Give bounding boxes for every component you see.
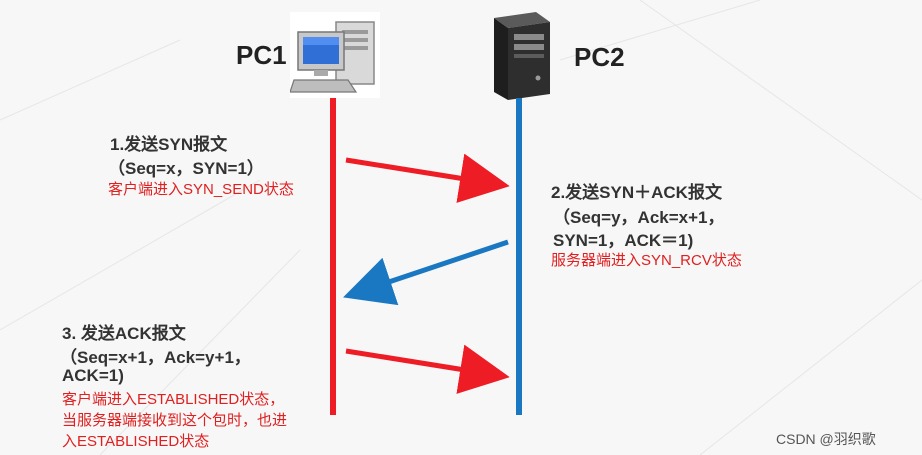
step3-params-line2: ACK=1) [62,366,124,385]
step3-note-line2: 当服务器端接收到这个包时，也进 [62,412,288,429]
server-tower-icon [486,8,556,102]
step2-params-line1: （Seq=y，Ack=x+1， [553,208,725,227]
step2-title: 2.发送SYN＋ACK报文 [551,183,722,202]
step3-params-line1: （Seq=x+1，Ack=y+1， [60,348,251,367]
ack-arrow [345,344,510,394]
step3-note-line1: 客户端进入ESTABLISHED状态， [62,391,285,408]
step3-note-line3: 入ESTABLISHED状态 [62,433,210,450]
host-label-pc1: PC1 [236,40,287,70]
syn-arrow [345,153,510,203]
step1-note: 客户端进入SYN_SEND状态 [108,181,294,198]
syn-ack-arrow [343,239,509,306]
host-label-pc2: PC2 [574,42,625,72]
step3-title: 3. 发送ACK报文 [62,324,186,343]
watermark: CSDN @羽织歌 [776,431,876,447]
desktop-pc-icon [289,12,380,98]
step1-title: 1.发送SYN报文 [110,135,228,154]
step2-params-line2: SYN=1，ACK＝1) [553,231,694,250]
step1-params: （Seq=x，SYN=1） [108,159,264,178]
step2-note: 服务器端进入SYN_RCV状态 [551,252,742,269]
